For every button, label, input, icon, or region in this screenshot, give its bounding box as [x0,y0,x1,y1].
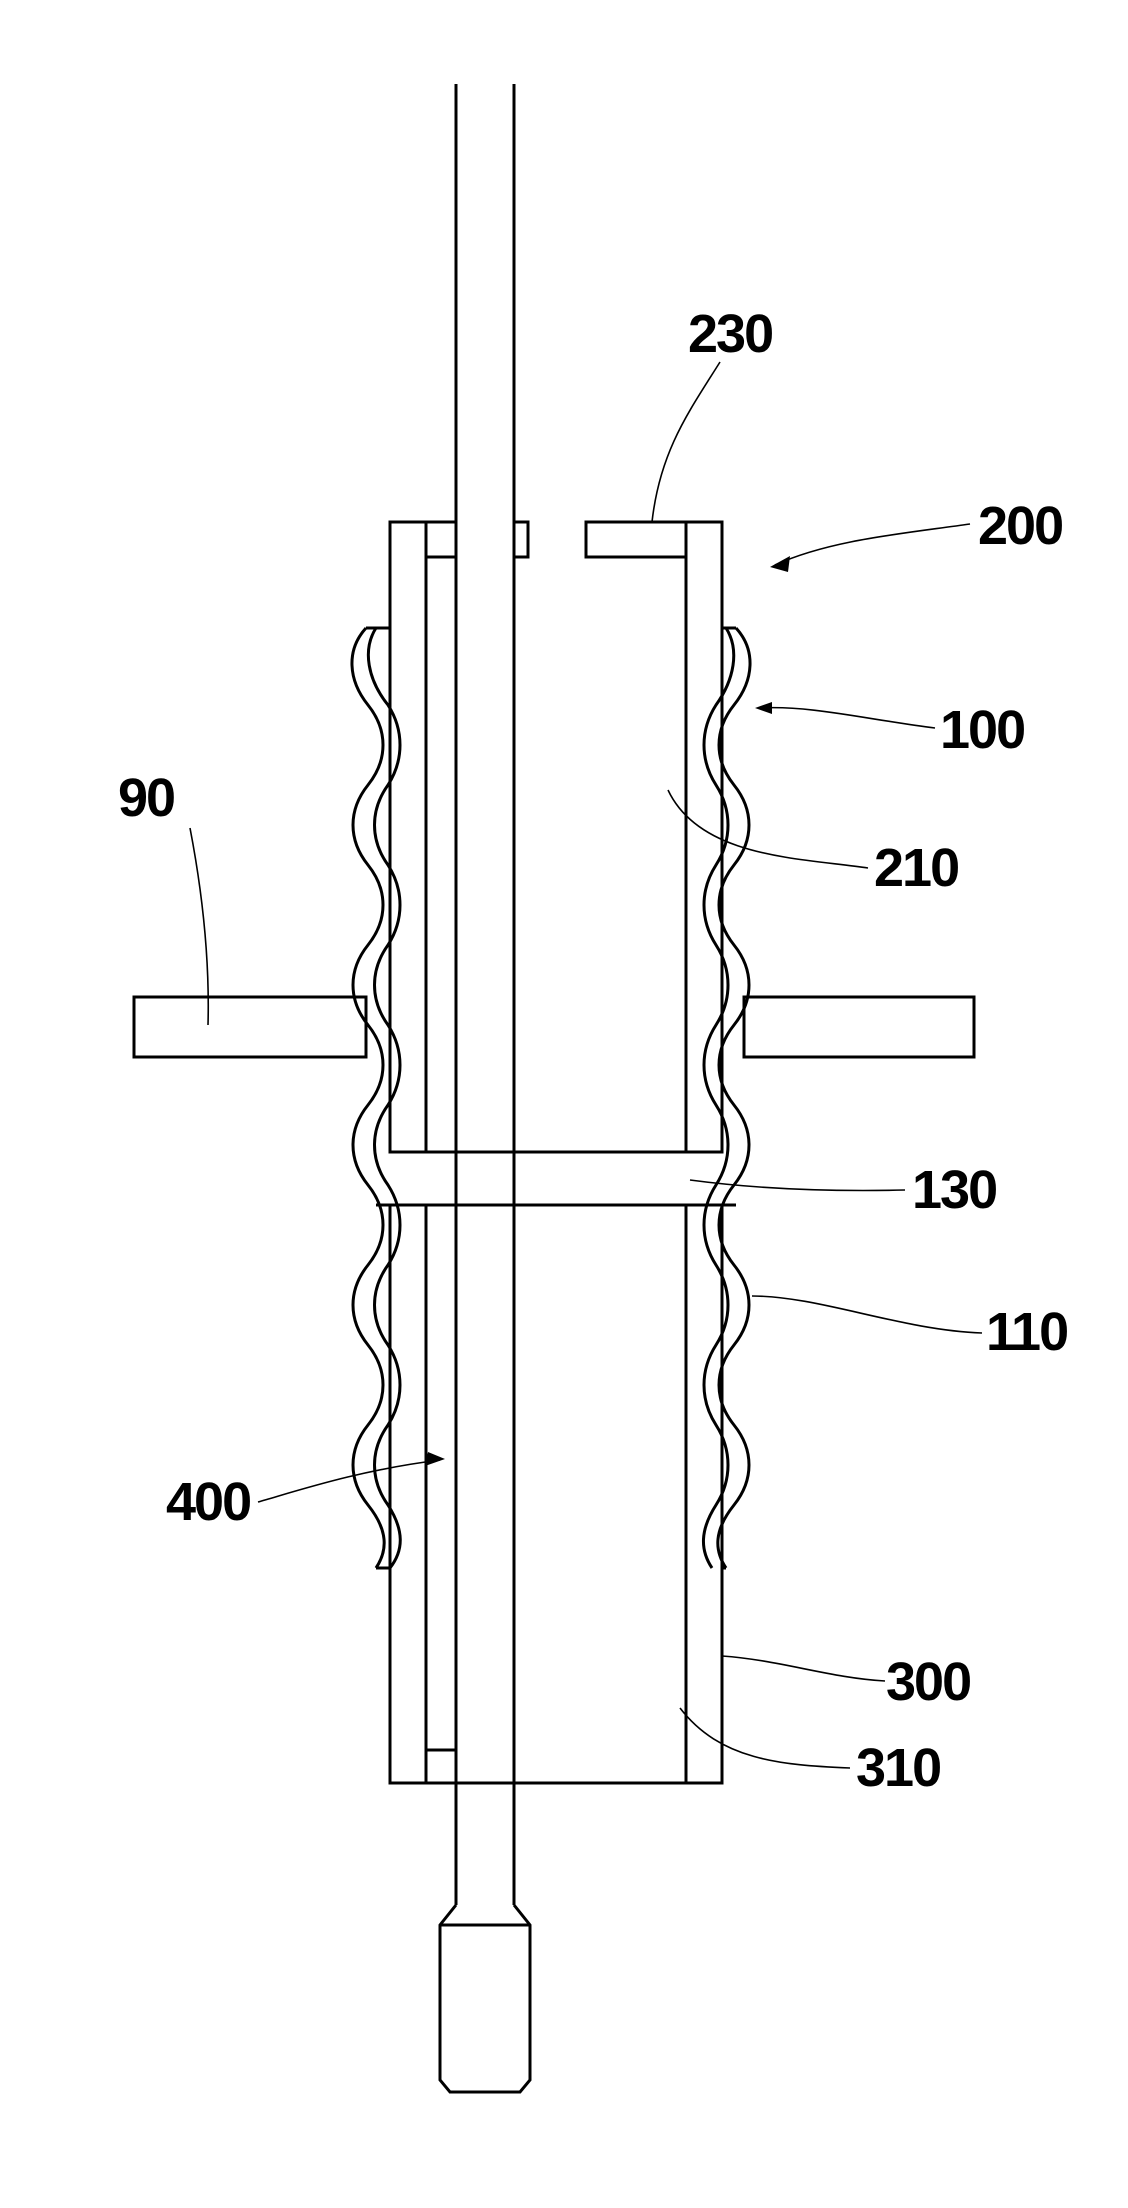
label-200: 200 [978,496,1062,556]
connector-130 [376,1152,736,1205]
label-210: 210 [874,838,958,898]
cap-230 [426,522,686,557]
label-400: 400 [166,1472,250,1532]
plate-90 [134,997,974,1057]
bellows-right [703,628,750,1568]
arrowheads [425,556,790,1466]
label-110: 110 [986,1302,1067,1362]
leader-lines [190,362,982,1768]
label-300: 300 [886,1652,970,1712]
bellows-left [352,628,400,1568]
rod-400 [440,84,530,2092]
label-90: 90 [118,768,174,828]
label-130: 130 [912,1160,996,1220]
reference-labels: 230 200 100 210 90 130 110 400 300 310 [118,304,1067,1798]
label-100: 100 [940,700,1024,760]
upper-sleeve-200 [390,522,722,1152]
label-230: 230 [688,304,772,364]
label-310: 310 [856,1738,940,1798]
lower-sleeve-300 [390,1205,722,1783]
